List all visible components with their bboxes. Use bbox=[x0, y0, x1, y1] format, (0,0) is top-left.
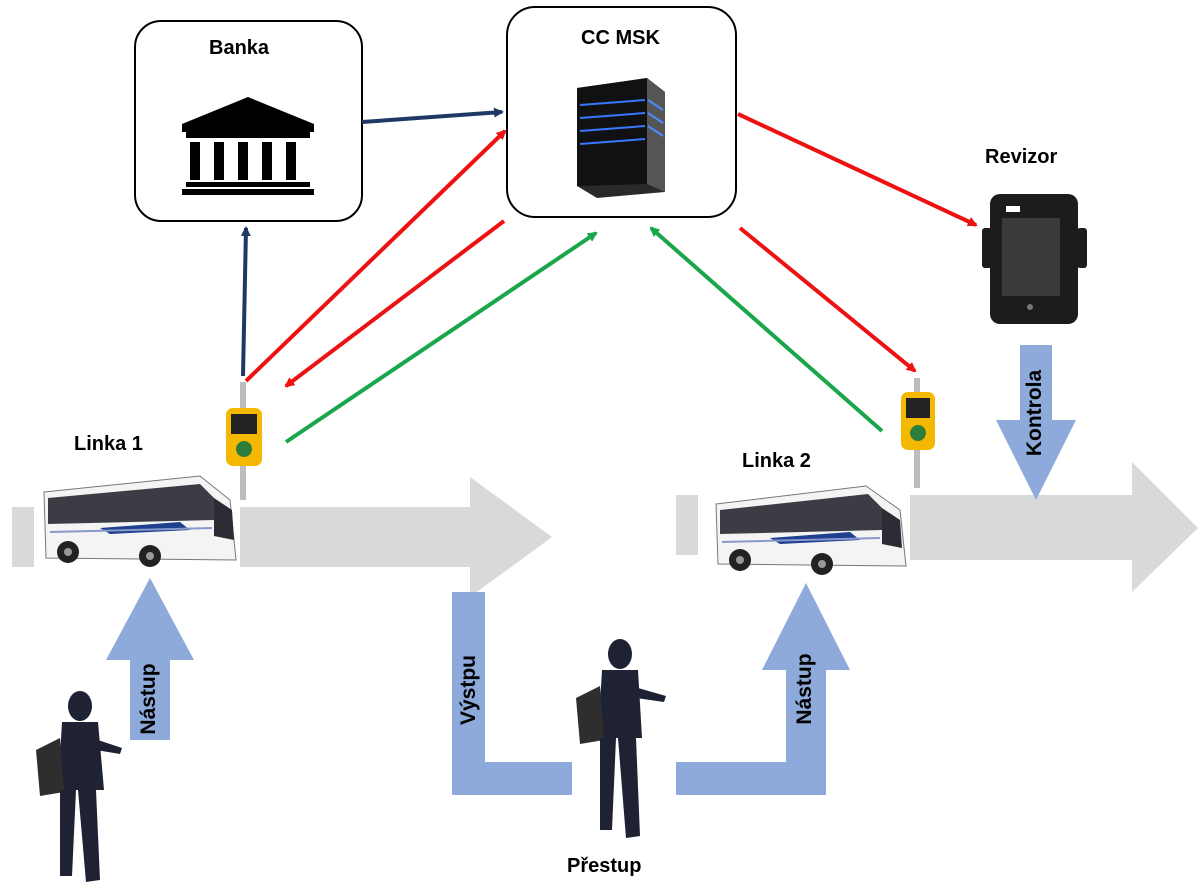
arrow-bank-to-cc bbox=[361, 107, 504, 124]
arrow-validator2-to-cc-green bbox=[649, 226, 884, 433]
validator-2 bbox=[901, 378, 935, 488]
inspector-title: Revizor bbox=[985, 146, 1058, 168]
line2-label: Linka 2 bbox=[742, 450, 811, 472]
transfer-label: Přestup bbox=[567, 855, 642, 877]
control-label: Kontrola bbox=[1023, 369, 1046, 457]
line1-label: Linka 1 bbox=[74, 433, 143, 455]
arrow-validator-to-bank bbox=[240, 226, 251, 377]
passenger-2-icon bbox=[576, 639, 666, 838]
board-arrow-1 bbox=[106, 578, 194, 740]
passenger-1-icon bbox=[36, 691, 122, 882]
board-label-2: Nástup bbox=[793, 653, 816, 725]
validator-1 bbox=[226, 382, 262, 500]
control-arrow bbox=[996, 345, 1076, 500]
action-arrows bbox=[106, 345, 1076, 795]
route-stub-mid bbox=[676, 495, 698, 555]
bank-icon bbox=[182, 97, 314, 195]
route-arrow-line1 bbox=[240, 477, 552, 597]
handheld-terminal-icon bbox=[982, 194, 1087, 324]
server-icon bbox=[577, 78, 665, 198]
board-arrow-2 bbox=[676, 583, 850, 795]
arrow-cc-to-revizor-red bbox=[737, 112, 978, 227]
bus-1-icon bbox=[43, 475, 237, 567]
exit-arrow bbox=[452, 592, 572, 795]
exit-label: Výstpu bbox=[457, 655, 480, 726]
arrow-cc-to-validator-red bbox=[284, 219, 506, 388]
board-label-1: Nástup bbox=[137, 663, 160, 735]
cc-title: CC MSK bbox=[581, 27, 660, 49]
arrow-validator-to-cc-red bbox=[244, 129, 507, 383]
route-arrow-line2 bbox=[910, 462, 1198, 592]
arrow-validator1-to-cc-green bbox=[284, 231, 598, 444]
connector-arrows bbox=[240, 107, 978, 444]
arrow-cc-to-validator2-red bbox=[738, 226, 917, 373]
bank-title: Banka bbox=[209, 37, 270, 59]
route-flow-arrows bbox=[12, 462, 1198, 597]
bus-2-icon bbox=[715, 485, 907, 575]
route-stub-left bbox=[12, 507, 34, 567]
